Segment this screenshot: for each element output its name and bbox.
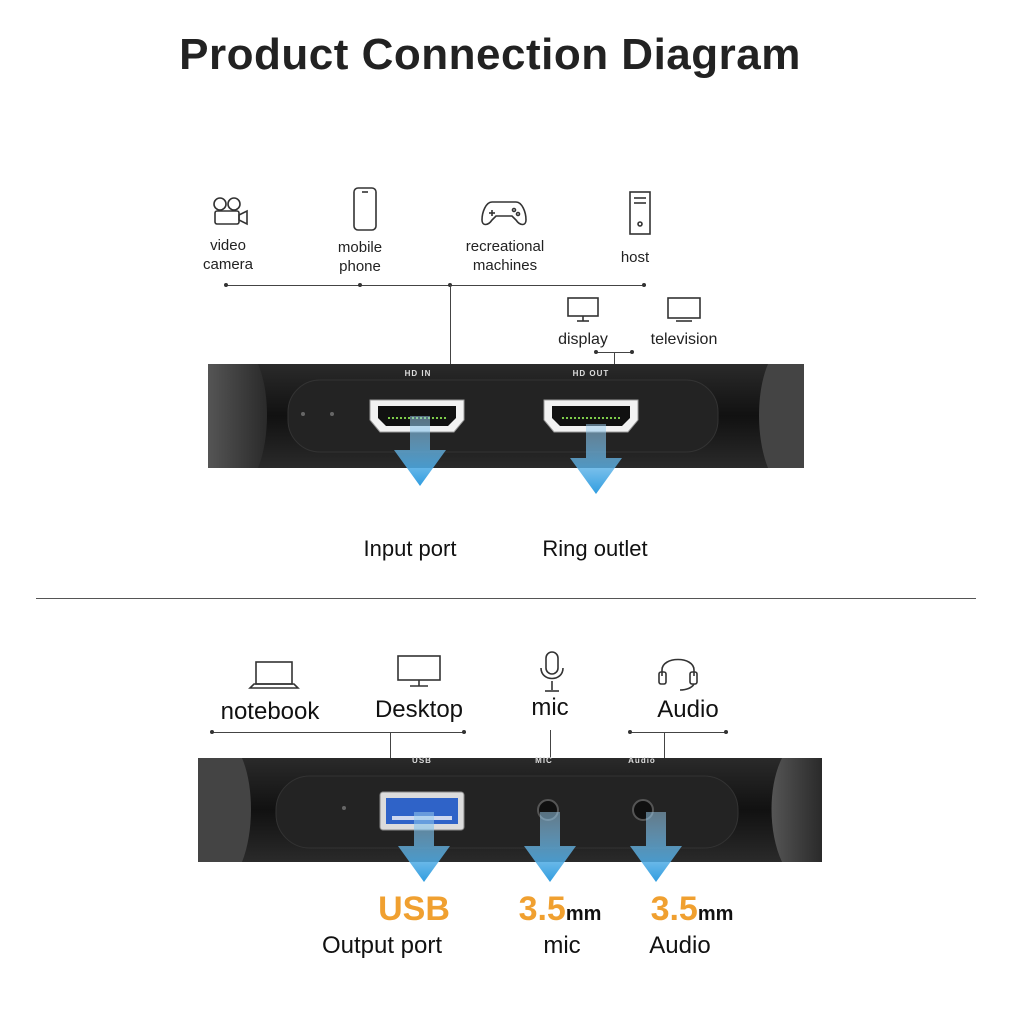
device-label-desktop: Desktop [374,696,464,723]
headset-icon [658,658,698,691]
mobile-phone-icon [353,187,377,231]
section-divider [36,598,976,599]
microphone-icon [540,651,564,692]
usb-sub-label: Output port [321,932,443,959]
arrow-down-input [394,416,446,486]
bus-dot [594,350,598,354]
bus-dot [630,350,634,354]
hdmi-capture-device-front [208,364,804,468]
port-label-audio: Audio [628,756,656,765]
port-label-hd-in: HD IN [404,369,432,378]
mic-big-label: 3.5mm [518,890,602,928]
bus-dot [724,730,728,734]
port-label-hd-out: HD OUT [572,369,610,378]
page-title: Product Connection Diagram [179,30,801,79]
bus-dot [462,730,466,734]
port-label-mic: MIC [535,756,553,765]
hdmi-capture-device-back [198,758,822,862]
input-connector-line [450,285,451,413]
tv-icon [667,297,701,322]
monitor-icon [567,297,599,322]
port-label-usb: USB [412,756,432,765]
bus-dot [642,283,646,287]
bus-dot [224,283,228,287]
arrow-down-mic [524,812,576,882]
arrow-down-output [570,424,622,494]
audio-big-label: 3.5mm [650,890,734,928]
audio-sub-label: Audio [649,932,711,959]
arrow-down-audio [630,812,682,882]
device-bus-line [212,732,466,733]
video-camera-icon [213,197,248,226]
tower-pc-icon [629,191,651,235]
ring-outlet-label: Ring outlet [542,536,648,561]
usb-big-label: USB [378,890,450,928]
mic-sub-label: mic [543,932,581,959]
gamepad-icon [481,201,527,226]
device-label-mic: mic [531,694,569,721]
output-label-television: television [650,331,718,348]
input-port-label: Input port [363,536,457,561]
monitor-icon [397,655,441,687]
audio-bus-line [630,732,728,733]
arrow-down-usb [398,812,450,882]
bus-dot [358,283,362,287]
device-label-audio: Audio [657,696,719,723]
bus-dot [210,730,214,734]
laptop-icon [248,661,300,689]
source-label-host: host [620,249,650,266]
device-label-notebook: notebook [220,698,320,725]
source-bus-line [226,285,646,286]
output-label-display: display [558,331,608,348]
bus-dot [628,730,632,734]
